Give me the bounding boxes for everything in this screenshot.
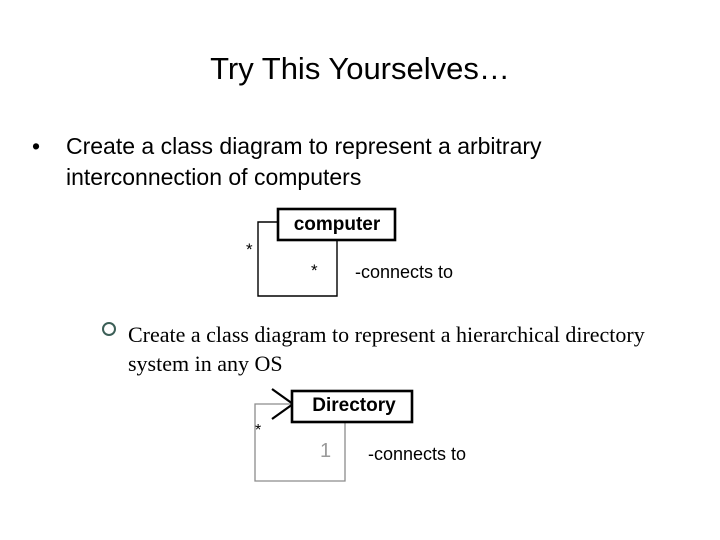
class-diagram-computer: computer * * -connects to bbox=[246, 200, 476, 305]
association-label-directory: -connects to bbox=[368, 444, 467, 464]
bullet-text-level2: Create a class diagram to represent a hi… bbox=[128, 322, 645, 376]
bullet-text-level1: Create a class diagram to represent a ar… bbox=[66, 133, 542, 190]
class-box-computer bbox=[276, 207, 397, 242]
association-loop-line-directory bbox=[254, 403, 346, 482]
bullet-marker-ring-icon bbox=[102, 322, 116, 336]
association-label-computer: -connects to bbox=[355, 262, 454, 282]
class-name-computer: computer bbox=[293, 214, 381, 235]
multiplicity-target-directory: 1 bbox=[320, 440, 332, 462]
bullet-marker-disc-icon: • bbox=[32, 133, 41, 159]
association-loop-line-computer bbox=[257, 221, 338, 297]
multiplicity-source-directory: * bbox=[255, 422, 262, 439]
class-box-directory bbox=[290, 389, 414, 424]
class-diagram-directory: Directory * 1 -connects to bbox=[246, 382, 486, 487]
multiplicity-source-computer: * bbox=[246, 240, 253, 259]
bullet-item-level2: Create a class diagram to represent a hi… bbox=[102, 320, 662, 378]
multiplicity-target-computer: * bbox=[311, 261, 318, 280]
slide-title: Try This Yourselves… bbox=[210, 51, 510, 86]
bullet-item-level1: • Create a class diagram to represent a … bbox=[32, 131, 592, 193]
class-name-directory: Directory bbox=[312, 395, 396, 416]
